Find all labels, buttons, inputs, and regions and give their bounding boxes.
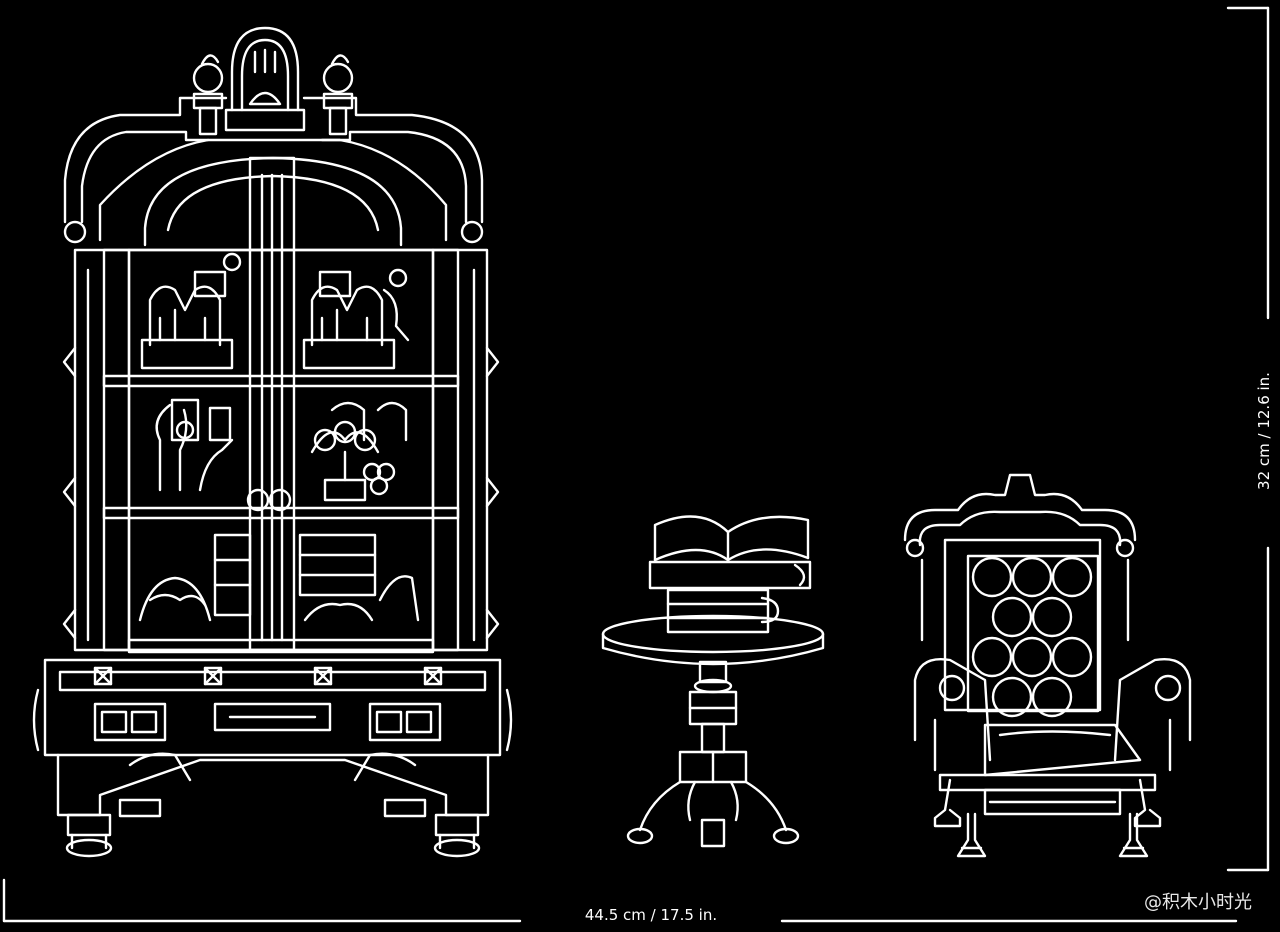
book-stack (666, 588, 780, 634)
cabinet-left-finial (192, 54, 224, 136)
armchair-crest (903, 473, 1137, 558)
cabinet-feet (65, 813, 481, 858)
shelf-middle-contents (155, 398, 408, 512)
armchair (903, 473, 1192, 858)
cabinet-base (32, 658, 513, 818)
shelf-bottom-contents (138, 533, 420, 622)
side-table-with-books (601, 515, 825, 848)
open-book (648, 515, 812, 590)
watermark-text: @积木小时光 (1144, 892, 1252, 913)
armchair-seat (938, 723, 1157, 816)
armchair-arms (913, 658, 1192, 772)
cabinet-shelf-top (102, 374, 460, 388)
table-top (601, 614, 825, 666)
armchair-legs (956, 812, 1149, 858)
width-dimension-label: 44.5 cm / 17.5 in. (584, 906, 718, 924)
armchair-tassels (933, 778, 1162, 828)
cabinet-right-finial (322, 54, 354, 136)
cabinet-shelf-middle (102, 506, 460, 520)
width-dimension-line (2, 878, 1238, 923)
cabinet-pediment (63, 96, 484, 224)
display-cabinet (32, 26, 513, 858)
armchair-back (920, 538, 1130, 718)
shelf-top-contents (140, 252, 410, 370)
height-dimension-label: 32 cm / 12.6 in. (1255, 372, 1273, 490)
cabinet-crest (224, 26, 306, 132)
cabinet-center-pillar (248, 156, 296, 652)
table-stand (626, 660, 800, 848)
height-dimension-line (1226, 6, 1270, 872)
